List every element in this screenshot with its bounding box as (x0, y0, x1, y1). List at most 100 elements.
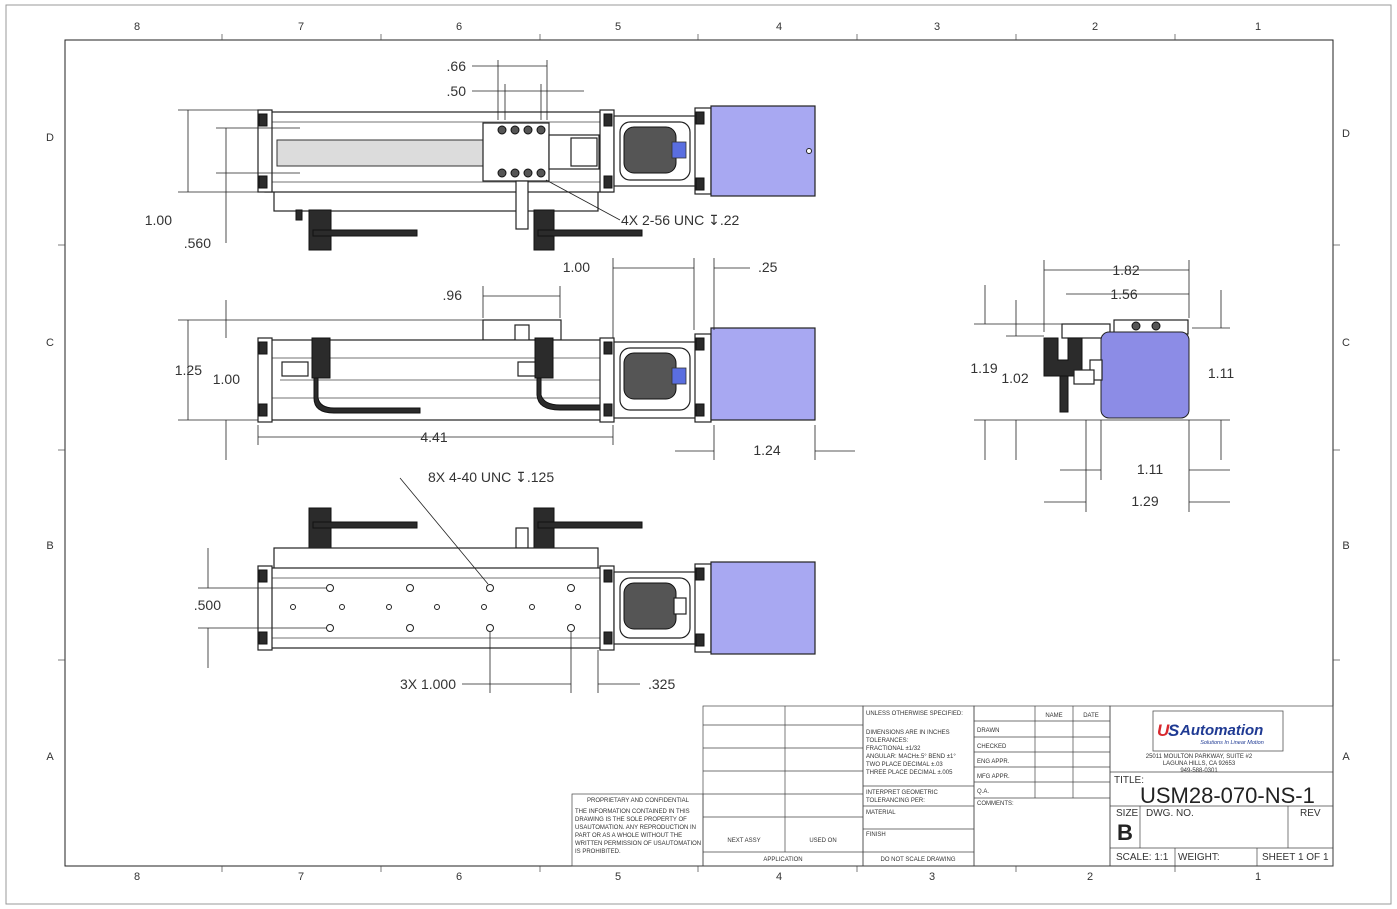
dim-top-50: .50 (447, 83, 467, 99)
zone-row-left-c: C (46, 337, 54, 349)
zone-col-bottom-4: 4 (776, 871, 782, 883)
title-block-grid (571, 705, 1334, 867)
tolerance-line-4: ANGULAR: MACH±.5° BEND ±1° (866, 754, 956, 760)
row-checked: CHECKED (977, 744, 1007, 750)
dim-side-156: 1.56 (1110, 286, 1137, 302)
do-not-scale-label: DO NOT SCALE DRAWING (880, 857, 955, 863)
zone-col-bottom-7: 7 (298, 871, 304, 883)
material-label: MATERIAL (866, 810, 896, 816)
zone-col-top-8: 8 (134, 21, 140, 33)
proprietary-line-3: USAUTOMATION. ANY REPRODUCTION IN (575, 825, 696, 831)
row-eng-appr: ENG APPR. (977, 759, 1010, 765)
tolerance-line-1: DIMENSIONS ARE IN INCHES (866, 730, 950, 736)
logo-name: Automation (1179, 722, 1263, 739)
tolerance-line-5: TWO PLACE DECIMAL ±.03 (866, 762, 943, 768)
scale-label: SCALE: 1:1 (1116, 852, 1169, 863)
front-view (257, 319, 816, 423)
dim-bottom-500: .500 (194, 597, 221, 613)
top-view-motor (710, 105, 816, 197)
front-view-motor (710, 327, 816, 421)
dim-bottom-hole-callout: 8X 4-40 UNC ↧.125 (428, 469, 554, 485)
zone-row-right-a: A (1342, 751, 1350, 763)
tolerance-line-3: FRACTIONAL ±1/32 (866, 746, 921, 752)
zone-col-bottom-3: 3 (929, 871, 935, 883)
zone-col-top-4: 4 (776, 21, 782, 33)
zone-row-left-b: B (46, 540, 53, 552)
bottom-view-motor (710, 561, 816, 655)
size-value: B (1117, 820, 1133, 845)
size-label: SIZE (1116, 808, 1139, 819)
zone-row-right-b: B (1342, 540, 1349, 552)
top-view-base (273, 189, 599, 212)
address-line-2: LAGUNA HILLS, CA 92653 (1163, 761, 1236, 767)
logo-tagline: Solutions In Linear Motion (1200, 740, 1264, 746)
dim-front-96: .96 (443, 287, 463, 303)
sheet-label: SHEET 1 OF 1 (1262, 852, 1329, 863)
bottom-view-sensor-left (308, 507, 418, 549)
zone-row-right-c: C (1342, 337, 1350, 349)
dim-bottom-325: .325 (648, 676, 675, 692)
zone-col-bottom-8: 8 (134, 871, 140, 883)
zone-row-left-d: D (46, 132, 54, 144)
weight-label: WEIGHT: (1178, 852, 1220, 863)
dim-side-129: 1.29 (1131, 493, 1158, 509)
top-view-rod (276, 139, 486, 167)
proprietary-title: PROPRIETARY AND CONFIDENTIAL (587, 798, 690, 804)
proprietary-line-1: THE INFORMATION CONTAINED IN THIS (575, 809, 690, 815)
zone-col-top-1: 1 (1255, 21, 1261, 33)
proprietary-line-6: IS PROHIBITED. (575, 849, 621, 855)
dim-top-66: .66 (447, 58, 467, 74)
top-view-coupling (623, 126, 677, 174)
dimension-lines (178, 60, 1230, 693)
interpret-line-1: INTERPRET GEOMETRIC (866, 790, 939, 796)
dim-bottom-spacing: 3X 1.000 (400, 676, 456, 692)
bottom-view-end-plate-left (257, 565, 273, 651)
logo-letter-s: S (1168, 721, 1180, 740)
top-view-sensor-right (533, 209, 643, 251)
col-date-header: DATE (1083, 713, 1099, 719)
company-logo: U S Automation Solutions In Linear Motio… (1152, 710, 1284, 752)
front-view-coupling (623, 352, 677, 400)
dim-side-102: 1.02 (1001, 370, 1028, 386)
zone-col-top-2: 2 (1092, 21, 1098, 33)
row-mfg-appr: MFG APPR. (977, 774, 1010, 780)
row-qa: Q.A. (977, 789, 989, 795)
bottom-view-sensor-right (533, 507, 643, 549)
zone-col-top-3: 3 (934, 21, 940, 33)
front-view-sensor-right (534, 337, 554, 379)
zone-col-top-5: 5 (615, 21, 621, 33)
zone-row-left-a: A (46, 751, 54, 763)
bottom-view-base (273, 547, 599, 570)
proprietary-line-4: PART OR AS A WHOLE WITHOUT THE (575, 833, 682, 839)
zone-col-bottom-1: 1 (1255, 871, 1261, 883)
dim-side-111-bottom: 1.11 (1137, 461, 1163, 477)
top-view-end-plate-left (257, 109, 273, 193)
zone-ticks (58, 34, 1340, 872)
dim-top-100: 1.00 (145, 212, 172, 228)
application-label: APPLICATION (763, 857, 802, 863)
zone-row-right-d: D (1342, 128, 1350, 140)
proprietary-line-5: WRITTEN PERMISSION OF USAUTOMATION (575, 841, 701, 847)
side-view (1043, 319, 1190, 419)
outer-border (5, 4, 1392, 905)
top-view-carriage-holes (497, 125, 546, 178)
row-drawn: DRAWN (977, 728, 999, 734)
proprietary-line-2: DRAWING IS THE SOLE PROPERTY OF (575, 817, 687, 823)
col-name-header: NAME (1045, 713, 1062, 719)
side-view-sensor-bracket (1043, 337, 1083, 377)
zone-col-bottom-6: 6 (456, 871, 462, 883)
address-line-3: 949-588-0301 (1180, 768, 1218, 774)
top-view-sensor-left (308, 209, 418, 251)
row-comments: COMMENTS: (977, 801, 1014, 807)
top-view (257, 105, 816, 251)
tolerance-header: UNLESS OTHERWISE SPECIFIED: (866, 711, 963, 717)
zone-col-top-7: 7 (298, 21, 304, 33)
logo-letter-u: U (1157, 721, 1170, 740)
dim-side-119: 1.19 (970, 360, 997, 376)
dim-side-182: 1.82 (1112, 262, 1139, 278)
dim-front-124: 1.24 (753, 442, 780, 458)
front-view-sensor-left (311, 337, 331, 379)
dwg-no-label: DWG. NO. (1146, 808, 1194, 819)
dim-front-125: 1.25 (175, 362, 202, 378)
